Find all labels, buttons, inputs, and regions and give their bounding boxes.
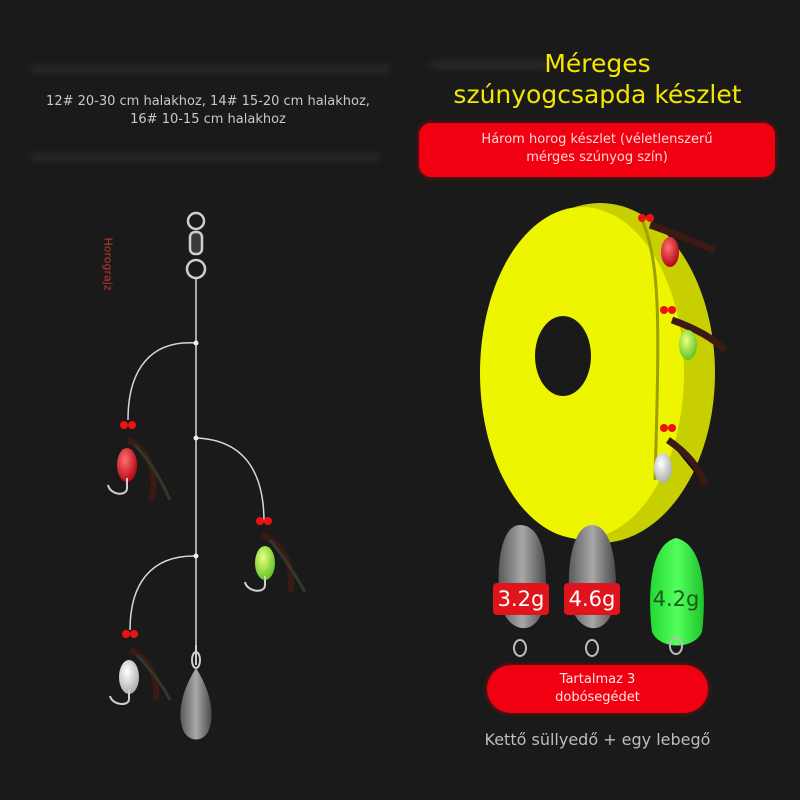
title-line: szúnyogcsapda készlet	[453, 80, 742, 109]
fly-hook-icon	[109, 630, 172, 705]
fly-hook-icon	[107, 421, 172, 502]
product-title: Méreges szúnyogcsapda készlet	[410, 48, 785, 110]
blurred-text	[30, 152, 380, 162]
hook-size-line: 16# 10-15 cm halakhoz	[130, 112, 286, 127]
fly-hook-icon	[244, 517, 307, 593]
dropper-line	[129, 555, 197, 631]
hook-set-badge: Három horog készlet (véletlenszerű mérge…	[419, 123, 775, 177]
weights-caption: Kettő süllyedő + egy lebegő	[484, 730, 711, 749]
dropper-line	[195, 437, 265, 523]
swivel-icon	[185, 211, 207, 280]
hook-size-info: 12# 20-30 cm halakhoz, 14# 15-20 cm hala…	[18, 93, 398, 129]
badge-line: dobósegédet	[555, 690, 640, 705]
float-icon	[650, 538, 704, 655]
sinker-weight-label: 4.6g	[564, 583, 620, 615]
fly-hook-icon	[638, 214, 717, 267]
fly-hook-icon	[660, 306, 728, 360]
badge-line: Három horog készlet (véletlenszerű	[481, 132, 713, 147]
badge-line: mérges szúnyog szín)	[526, 150, 668, 165]
casting-aid-badge: Tartalmaz 3 dobósegédet	[487, 665, 708, 713]
dropper-line	[127, 342, 197, 421]
float-weight-label: 4.2g	[652, 587, 700, 611]
title-line: Méreges	[544, 49, 651, 78]
sinker-icon	[180, 645, 212, 740]
fly-hook-icon	[654, 424, 709, 487]
badge-line: Tartalmaz 3	[559, 672, 636, 687]
sinker-weight-label: 3.2g	[493, 583, 549, 615]
blurred-text	[30, 64, 390, 74]
blurred-text	[430, 60, 550, 70]
hook-size-line: 12# 20-30 cm halakhoz, 14# 15-20 cm hala…	[46, 94, 370, 109]
spool-icon	[480, 203, 715, 543]
